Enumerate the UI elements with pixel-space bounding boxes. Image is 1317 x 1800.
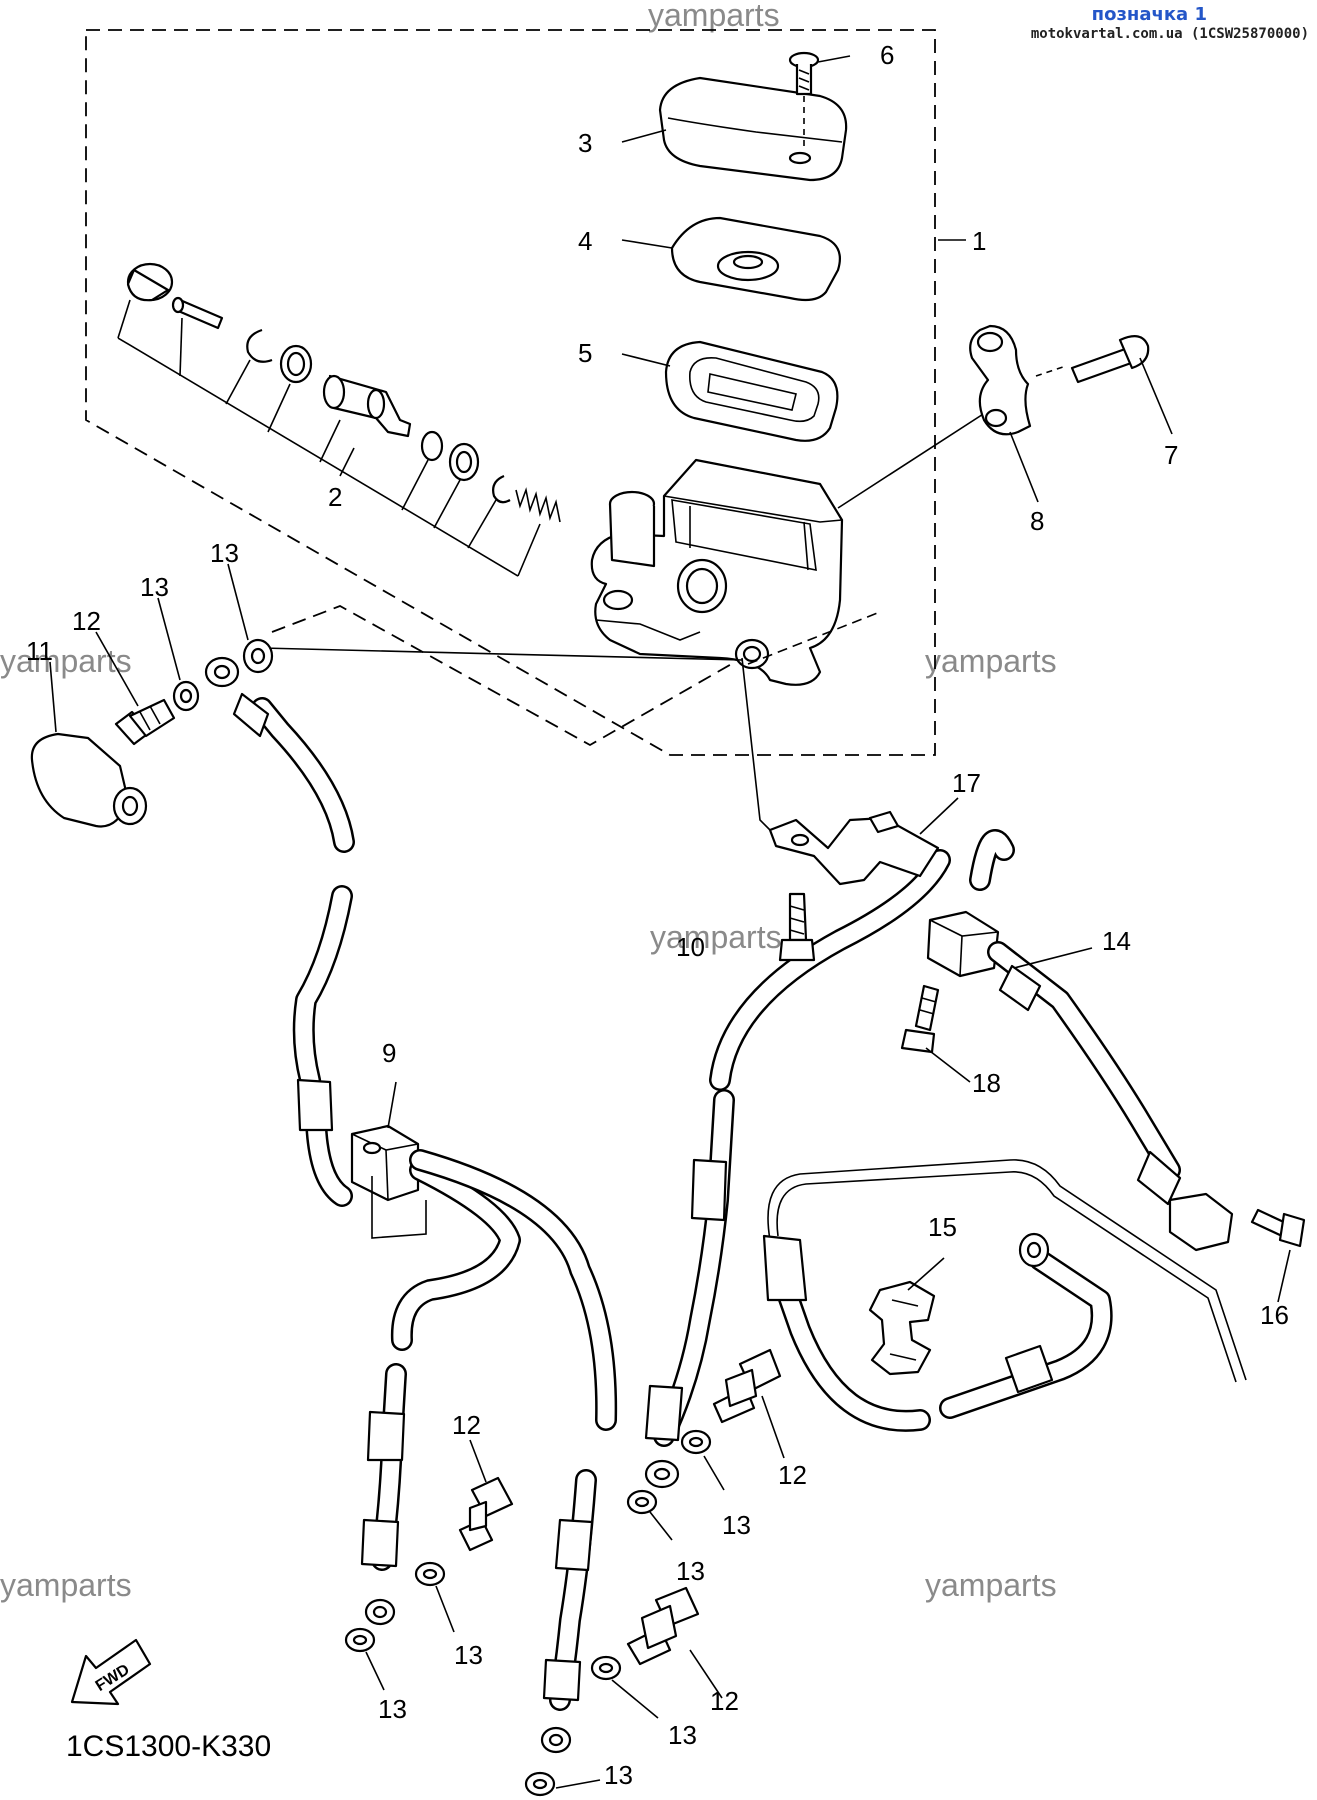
- piston-cup: [279, 344, 313, 384]
- piston-boot: [126, 262, 174, 302]
- seal-inner: [448, 442, 480, 482]
- callout-13-bottom: 13: [604, 1760, 633, 1790]
- callout-12-lower: 12: [710, 1686, 739, 1716]
- callout-12-right: 12: [778, 1460, 807, 1490]
- callout-13-right-1: 13: [722, 1510, 751, 1540]
- diaphragm-plate: [670, 216, 841, 302]
- header-title: позначка 1: [1091, 4, 1207, 25]
- union-bolt-lower: [626, 1586, 700, 1666]
- assembly-boundary: [85, 29, 936, 756]
- gasket-lower-4: [590, 1655, 622, 1681]
- callout-3: 3: [578, 128, 592, 158]
- header-subtitle: motokvartal.com.ua (1CSW25870000): [1030, 26, 1309, 42]
- callout-13-lower-right: 13: [668, 1720, 697, 1750]
- hose-bracket: [741, 657, 940, 886]
- gasket-upper-1: [172, 680, 200, 712]
- gasket-lower-2: [414, 1561, 446, 1587]
- master-cylinder-body: [590, 458, 844, 686]
- diaphragm: [664, 340, 839, 442]
- leader-lines: [49, 55, 1291, 1789]
- brake-hose-lower-right: [409, 1149, 618, 1754]
- circlip-outer: [246, 328, 273, 363]
- callout-6: 6: [880, 40, 894, 70]
- watermark-center: yamparts: [650, 919, 782, 955]
- callout-13-upper-right: 13: [210, 538, 239, 568]
- piston: [322, 374, 412, 438]
- fwd-arrow: FWD: [70, 1638, 152, 1706]
- callout-8: 8: [1030, 506, 1044, 536]
- brake-hose-lower-left: [360, 1159, 521, 1626]
- union-bolt-center: [458, 1476, 514, 1552]
- push-rod: [171, 296, 224, 330]
- callout-12-upper: 12: [72, 606, 101, 636]
- callout-4: 4: [578, 226, 592, 256]
- callout-13-left: 13: [378, 1694, 407, 1724]
- watermark-right-upper: yamparts: [925, 643, 1057, 679]
- hose-joint: [350, 1124, 427, 1239]
- handlebar-holder: [969, 324, 1032, 436]
- bolt-18: [900, 984, 940, 1054]
- cap-screw: [788, 51, 820, 150]
- banjo-cap: [30, 732, 148, 828]
- hose-joint-right: [926, 829, 1234, 1252]
- callout-12-center: 12: [452, 1410, 481, 1440]
- callout-10: 10: [676, 932, 705, 962]
- gasket-upper-2: [242, 638, 274, 674]
- watermark-left-upper: yamparts: [0, 643, 132, 679]
- circlip-inner: [492, 474, 511, 504]
- holder-bolt: [1035, 335, 1150, 384]
- gasket-lower-3: [524, 1771, 556, 1797]
- callout-15: 15: [928, 1212, 957, 1242]
- watermark-right-lower: yamparts: [925, 1567, 1057, 1603]
- callout-7: 7: [1164, 440, 1178, 470]
- brake-hose-lower-far: [762, 1232, 1113, 1432]
- brake-pipe: [767, 1159, 1247, 1383]
- reservoir-cap: [658, 76, 848, 182]
- diagram-code: 1CS1300-K330: [66, 1730, 271, 1763]
- gasket-lower-1: [344, 1627, 376, 1653]
- watermark-top: yamparts: [648, 0, 780, 33]
- gasket-lower-5: [626, 1489, 658, 1515]
- brake-hose-right-loop: [644, 849, 951, 1489]
- washer-small: [420, 430, 444, 462]
- callout-2: 2: [328, 482, 342, 512]
- union-bolt-upper-left: [114, 698, 176, 746]
- watermark-left-lower: yamparts: [0, 1567, 132, 1603]
- brake-hose-upper: [204, 656, 355, 1207]
- callout-14: 14: [1102, 926, 1131, 956]
- gasket-lower-6: [680, 1429, 712, 1455]
- bolt-16: [1250, 1208, 1306, 1248]
- callout-1: 1: [972, 226, 986, 256]
- callout-11: 11: [26, 636, 53, 666]
- callout-13-center: 13: [454, 1640, 483, 1670]
- callout-13-upper-left: 13: [140, 572, 169, 602]
- piston-spring: [515, 487, 561, 523]
- callout-18: 18: [972, 1068, 1001, 1098]
- callout-16: 16: [1260, 1300, 1289, 1330]
- callout-5: 5: [578, 338, 592, 368]
- callout-13-right-2: 13: [676, 1556, 705, 1586]
- callout-17: 17: [952, 768, 981, 798]
- hose-routing-dash: [271, 605, 743, 747]
- bolt-10: [778, 892, 816, 962]
- hose-clamp: [868, 1280, 936, 1376]
- callout-9: 9: [382, 1038, 396, 1068]
- union-bolt-right: [712, 1348, 782, 1424]
